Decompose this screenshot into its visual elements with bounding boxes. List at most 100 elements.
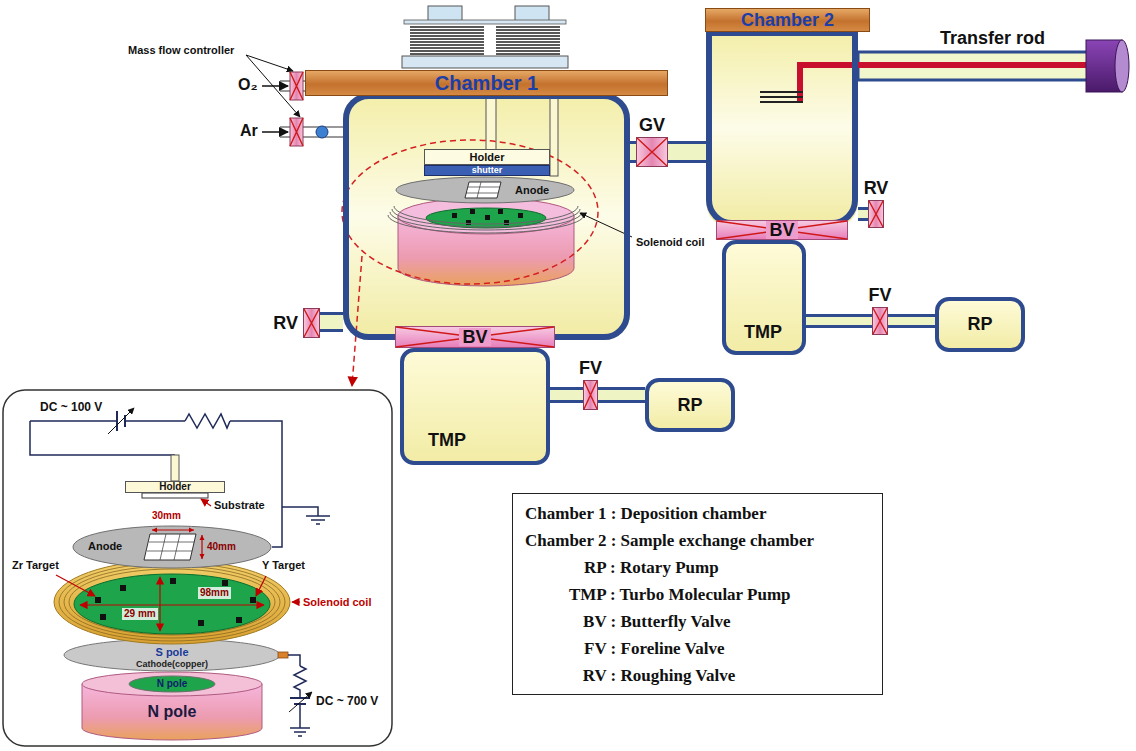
part-label: FV	[869, 285, 892, 306]
gas-inlets	[290, 72, 303, 100]
anode-mesh	[466, 182, 500, 198]
transfer-rod	[1115, 40, 1129, 92]
key-entry: RP : Rotary Pump	[584, 554, 719, 581]
magnetron-cathode	[398, 198, 574, 286]
substrate-holder: Holder	[125, 481, 225, 493]
butterfly-valve: BV	[716, 220, 848, 240]
pipe-connector	[550, 395, 583, 396]
turbo-pump: TMP	[722, 240, 806, 355]
substrate-holder: Holder	[424, 149, 550, 165]
sputter-target	[236, 617, 242, 623]
magnet-pole	[82, 672, 262, 740]
gas-inlets	[262, 131, 288, 133]
transfer-rod	[760, 40, 1129, 102]
part-label: Substrate	[214, 499, 265, 512]
part-label: Zr Target	[12, 559, 59, 572]
solenoid-coil	[54, 560, 290, 644]
sputter-target	[74, 574, 270, 634]
foreline-valve: FV	[583, 380, 598, 410]
sputter-target	[100, 614, 106, 620]
magnetron-cathode	[485, 215, 490, 220]
cathode-circuit	[289, 692, 312, 712]
part-label: RV	[273, 313, 298, 334]
shutter-plate: shutter	[424, 165, 550, 176]
gas-inlets	[262, 85, 288, 87]
cathode-circuit	[290, 697, 310, 699]
part-label: Mass flow controller	[128, 44, 234, 57]
anode-plate: Anode	[72, 525, 272, 569]
magnetron-inset	[142, 493, 208, 498]
dimension-arrowhead	[152, 528, 205, 560]
solenoid-coil	[54, 560, 290, 644]
bias-circuit	[185, 414, 230, 428]
part-label: Solenoid coil	[636, 236, 704, 249]
roughing-valve: RV	[303, 308, 320, 338]
part-label: RP	[967, 314, 992, 335]
top-flange	[402, 56, 568, 68]
cathode-plate	[278, 652, 288, 658]
pipe-bore	[668, 144, 706, 160]
solenoid-coil	[392, 209, 580, 227]
dimension-arrow	[292, 601, 300, 602]
part-label: GV	[639, 115, 665, 136]
sputter-target	[222, 580, 228, 586]
bias-circuit	[108, 408, 134, 434]
holder-rod	[550, 96, 558, 176]
valve-cross	[869, 201, 883, 227]
ellipse-outline	[396, 177, 574, 203]
anode-plate: Anode	[395, 176, 575, 204]
cathode-circuit	[288, 655, 312, 736]
key-entry: RV : Roughing Valve	[583, 662, 736, 689]
top-flange	[404, 20, 566, 24]
dimension-arrow	[56, 575, 95, 596]
gas-inlets	[290, 72, 303, 100]
butterfly-valve: BV	[395, 326, 555, 348]
solenoid-coil	[388, 215, 584, 233]
solenoid-coil	[390, 212, 582, 230]
part-label: RP	[677, 395, 702, 416]
magnetron-inset	[3, 390, 392, 746]
magnet-pole-face: N pole	[128, 675, 216, 693]
part-label: Anode	[515, 184, 549, 197]
gas-inlets	[290, 118, 303, 146]
callout-marker	[342, 140, 598, 284]
pipe-wall	[598, 387, 645, 403]
valve-cross	[869, 201, 883, 227]
key-entry: Chamber 2 : Sample exchange chamber	[525, 527, 814, 554]
anode-slot	[465, 182, 501, 198]
sputter-target	[120, 585, 126, 591]
part-label: Anode	[88, 540, 122, 553]
callout-marker	[352, 256, 362, 386]
transfer-rod	[760, 92, 803, 102]
abbreviation-key: Chamber 1 : Deposition chamberChamber 2 …	[512, 493, 883, 695]
rotary-pump: RP	[935, 297, 1025, 352]
deposition-chamber: Chamber 1HoldershutterAnode	[343, 93, 630, 340]
part-label: shutter	[472, 166, 503, 175]
gas-inlets	[290, 118, 303, 146]
magnet-pole	[82, 672, 262, 696]
part-label: RV	[864, 178, 889, 199]
voltage-label: DC ~ 100 V	[40, 401, 102, 415]
dimension-arrow	[80, 604, 264, 605]
bias-circuit	[30, 421, 175, 455]
valve-cross	[637, 138, 667, 166]
magnetron-cathode	[498, 209, 503, 214]
anode-mesh	[147, 534, 194, 560]
valve-cross	[584, 381, 597, 409]
sputter-target	[74, 574, 270, 634]
valve-cross	[304, 309, 319, 337]
sputter-target	[95, 597, 101, 603]
dimension-label: 29 mm	[122, 608, 158, 620]
pipe-bore	[320, 315, 343, 329]
part-label: BV	[766, 221, 797, 239]
dimension-arrow	[256, 576, 266, 596]
part-label: Holder	[470, 151, 505, 164]
pipe-wall	[888, 314, 935, 328]
foreline-valve: FV	[872, 307, 888, 335]
sputter-target	[170, 578, 176, 584]
voltage-label: DC ~ 700 V	[316, 695, 378, 709]
gas-inlets	[316, 126, 328, 138]
dimension-arrow	[159, 577, 160, 631]
gas-label: Ar	[240, 122, 258, 140]
